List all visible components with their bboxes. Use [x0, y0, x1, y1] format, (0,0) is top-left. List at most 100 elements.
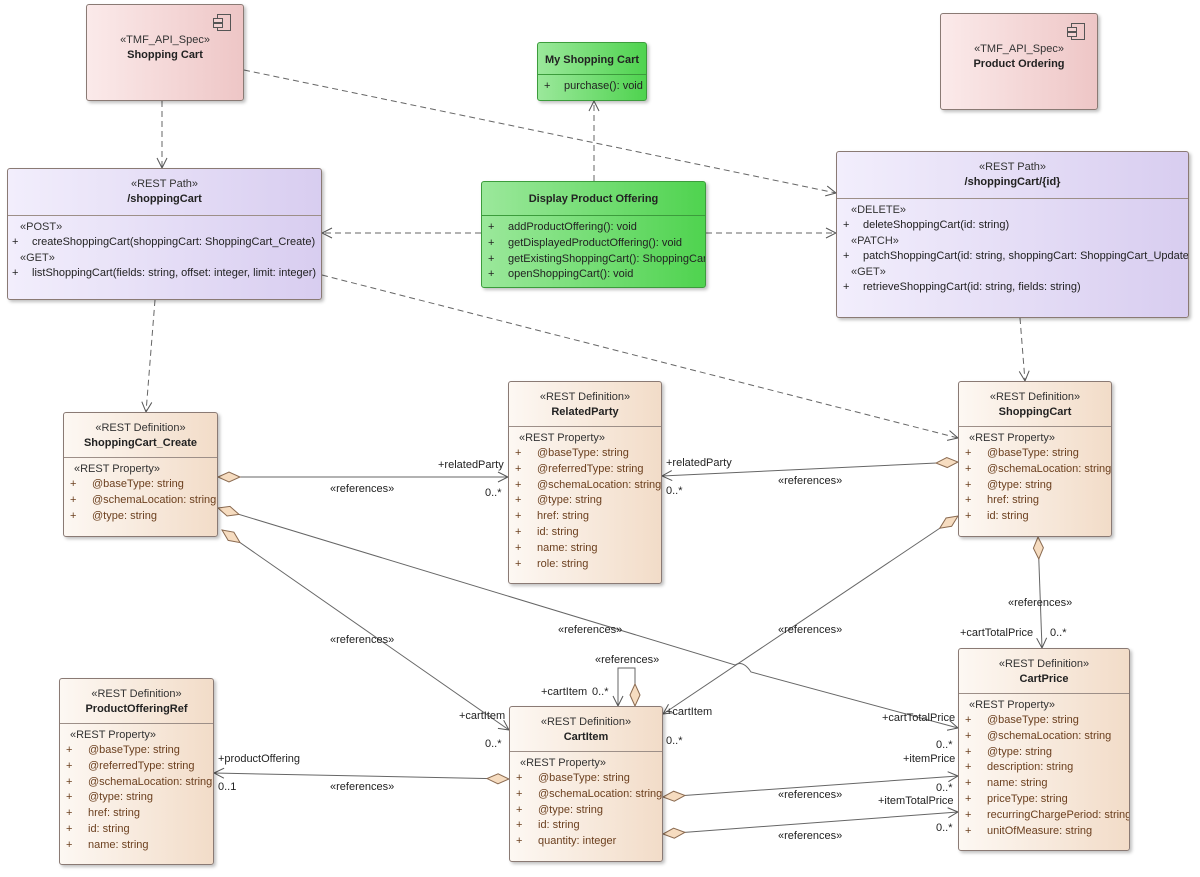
- property-text: @type: string: [92, 509, 157, 522]
- operation-text: purchase(): void: [564, 80, 643, 92]
- box-title: ProductOfferingRef: [85, 703, 188, 715]
- property-row: +@schemaLocation: string: [515, 478, 661, 494]
- visibility-marker: +: [965, 462, 972, 475]
- visibility-marker: +: [965, 824, 972, 837]
- property-text: @schemaLocation: string: [987, 729, 1112, 742]
- def-shoppingcart-create-box[interactable]: «REST Definition» ShoppingCart_Create «R…: [63, 412, 218, 537]
- edge-label-references: «references»: [330, 781, 395, 793]
- property-stereotype: «REST Property»: [74, 463, 161, 475]
- edge-label-related-party: +relatedParty: [666, 457, 732, 469]
- edge-label-multiplicity: 0..1: [218, 781, 237, 793]
- rest-path-shoppingcart-box[interactable]: «REST Path» /shoppingCart «POST» +create…: [7, 168, 322, 300]
- edge-label-references: «references»: [330, 483, 395, 495]
- property-row: + id: string: [965, 509, 1105, 525]
- property-text: @type: string: [987, 745, 1052, 758]
- property-text: @schemaLocation: string: [538, 787, 663, 800]
- property-text: href: string: [987, 494, 1039, 507]
- property-text: name: string: [537, 541, 598, 554]
- visibility-marker: +: [965, 447, 972, 459]
- method-stereotype: «GET»: [851, 265, 886, 278]
- def-productofferingref-box[interactable]: «REST Definition» ProductOfferingRef «RE…: [59, 678, 214, 865]
- my-shopping-cart-box[interactable]: My Shopping Cart +purchase(): void: [537, 42, 647, 101]
- operation-text: retrieveShoppingCart(id: string, fields:…: [863, 280, 1081, 293]
- property-text: @type: string: [537, 494, 602, 507]
- edge-label-item-total-price: +itemTotalPrice: [878, 795, 954, 807]
- property-row: + @schemaLocation: string: [965, 462, 1111, 478]
- box-stereotype: «REST Definition»: [998, 658, 1090, 670]
- box-title: Shopping Cart: [127, 49, 203, 61]
- property-stereotype: «REST Property»: [520, 757, 607, 769]
- rest-path-shoppingcart-id-box[interactable]: «REST Path» /shoppingCart/{id} «DELETE» …: [836, 151, 1189, 318]
- edge-label-references: «references»: [1008, 597, 1073, 609]
- property-row: +id: string: [515, 525, 655, 541]
- property-text: id: string: [987, 510, 1029, 523]
- visibility-marker: +: [66, 791, 73, 804]
- property-row: +name: string: [66, 838, 207, 854]
- property-row: +@schemaLocation: string: [70, 493, 216, 509]
- def-cartprice-box[interactable]: «REST Definition» CartPrice «REST Proper…: [958, 648, 1130, 851]
- operation-text: addProductOffering(): void: [508, 221, 637, 233]
- property-stereotype: «REST Property»: [969, 699, 1056, 711]
- edge-label-multiplicity: 0..*: [666, 485, 683, 497]
- edge-label-item-price: +itemPrice: [903, 753, 956, 765]
- property-text: description: string: [987, 761, 1074, 774]
- box-separator: [64, 457, 217, 458]
- property-row: +@type: string: [516, 803, 656, 819]
- def-relatedparty-box[interactable]: «REST Definition» RelatedParty «REST Pro…: [508, 381, 662, 584]
- visibility-marker: +: [965, 761, 972, 774]
- visibility-marker: +: [843, 249, 850, 262]
- box-separator: [8, 215, 321, 216]
- dependency-path-to-create: [146, 299, 156, 412]
- spec-shopping-cart-box[interactable]: «TMF_API_Spec» Shopping Cart: [86, 4, 244, 101]
- box-stereotype: «REST Definition»: [95, 422, 186, 434]
- operation-text: patchShoppingCart(id: string, shoppingCa…: [863, 249, 1189, 262]
- association-create-cartitem: [222, 530, 509, 730]
- box-stereotype: «REST Definition»: [91, 688, 182, 700]
- property-row: +role: string: [515, 557, 655, 573]
- box-title: Product Ordering: [973, 58, 1065, 70]
- box-title: CartPrice: [1019, 673, 1069, 685]
- property-text: @schemaLocation: string: [88, 775, 213, 788]
- property-text: href: string: [537, 510, 589, 523]
- property-row: +@type: string: [66, 790, 207, 806]
- edge-label-references: «references»: [778, 830, 843, 842]
- def-shoppingcart-box[interactable]: «REST Definition» ShoppingCart «REST Pro…: [958, 381, 1112, 537]
- property-text: @schemaLocation: string: [92, 493, 217, 506]
- property-row: + @type: string: [70, 509, 211, 525]
- edge-label-multiplicity: 0..*: [1050, 627, 1067, 639]
- box-stereotype: «REST Definition»: [989, 391, 1081, 403]
- method-stereotype: «DELETE»: [851, 204, 907, 216]
- visibility-marker: +: [515, 510, 522, 523]
- visibility-marker: +: [515, 525, 522, 538]
- property-text: unitOfMeasure: string: [987, 824, 1093, 837]
- box-separator: [509, 426, 661, 427]
- visibility-marker: +: [515, 462, 522, 475]
- operation-row: +listShoppingCart(fields: string, offset…: [12, 266, 316, 282]
- property-text: @schemaLocation: string: [987, 462, 1112, 475]
- property-text: id: string: [88, 822, 130, 835]
- property-text: name: string: [88, 838, 149, 851]
- box-stereotype: «REST Path»: [130, 178, 199, 190]
- visibility-marker: +: [70, 509, 77, 522]
- spec-product-ordering-box[interactable]: «TMF_API_Spec» Product Ordering: [940, 13, 1098, 110]
- edge-label-product-offering: +productOffering: [218, 753, 301, 765]
- property-row: +@type: string: [515, 493, 655, 509]
- property-text: quantity: integer: [538, 835, 617, 848]
- box-separator: [959, 426, 1111, 427]
- visibility-marker: +: [66, 775, 73, 788]
- dependency-spec-to-path-id: [243, 69, 836, 193]
- property-row: +@referredType: string: [66, 759, 207, 775]
- def-cartitem-box[interactable]: «REST Definition» CartItem «REST Propert…: [509, 706, 663, 862]
- visibility-marker: +: [965, 510, 972, 523]
- edge-label-cart-total-price: +cartTotalPrice: [960, 627, 1034, 639]
- property-text: @baseType: string: [538, 772, 630, 784]
- visibility-marker: +: [515, 478, 522, 491]
- display-product-offering-box[interactable]: Display Product Offering +addProductOffe…: [481, 181, 706, 288]
- operation-row: +deleteShoppingCart(id: string): [843, 218, 1182, 234]
- property-text: @referredType: string: [537, 462, 644, 475]
- edge-label-references: «references»: [778, 475, 843, 487]
- property-row: +href: string: [66, 806, 207, 822]
- operation-row: +addProductOffering(): void: [488, 220, 699, 236]
- property-row: +priceType: string: [965, 792, 1123, 808]
- visibility-marker: +: [516, 787, 523, 800]
